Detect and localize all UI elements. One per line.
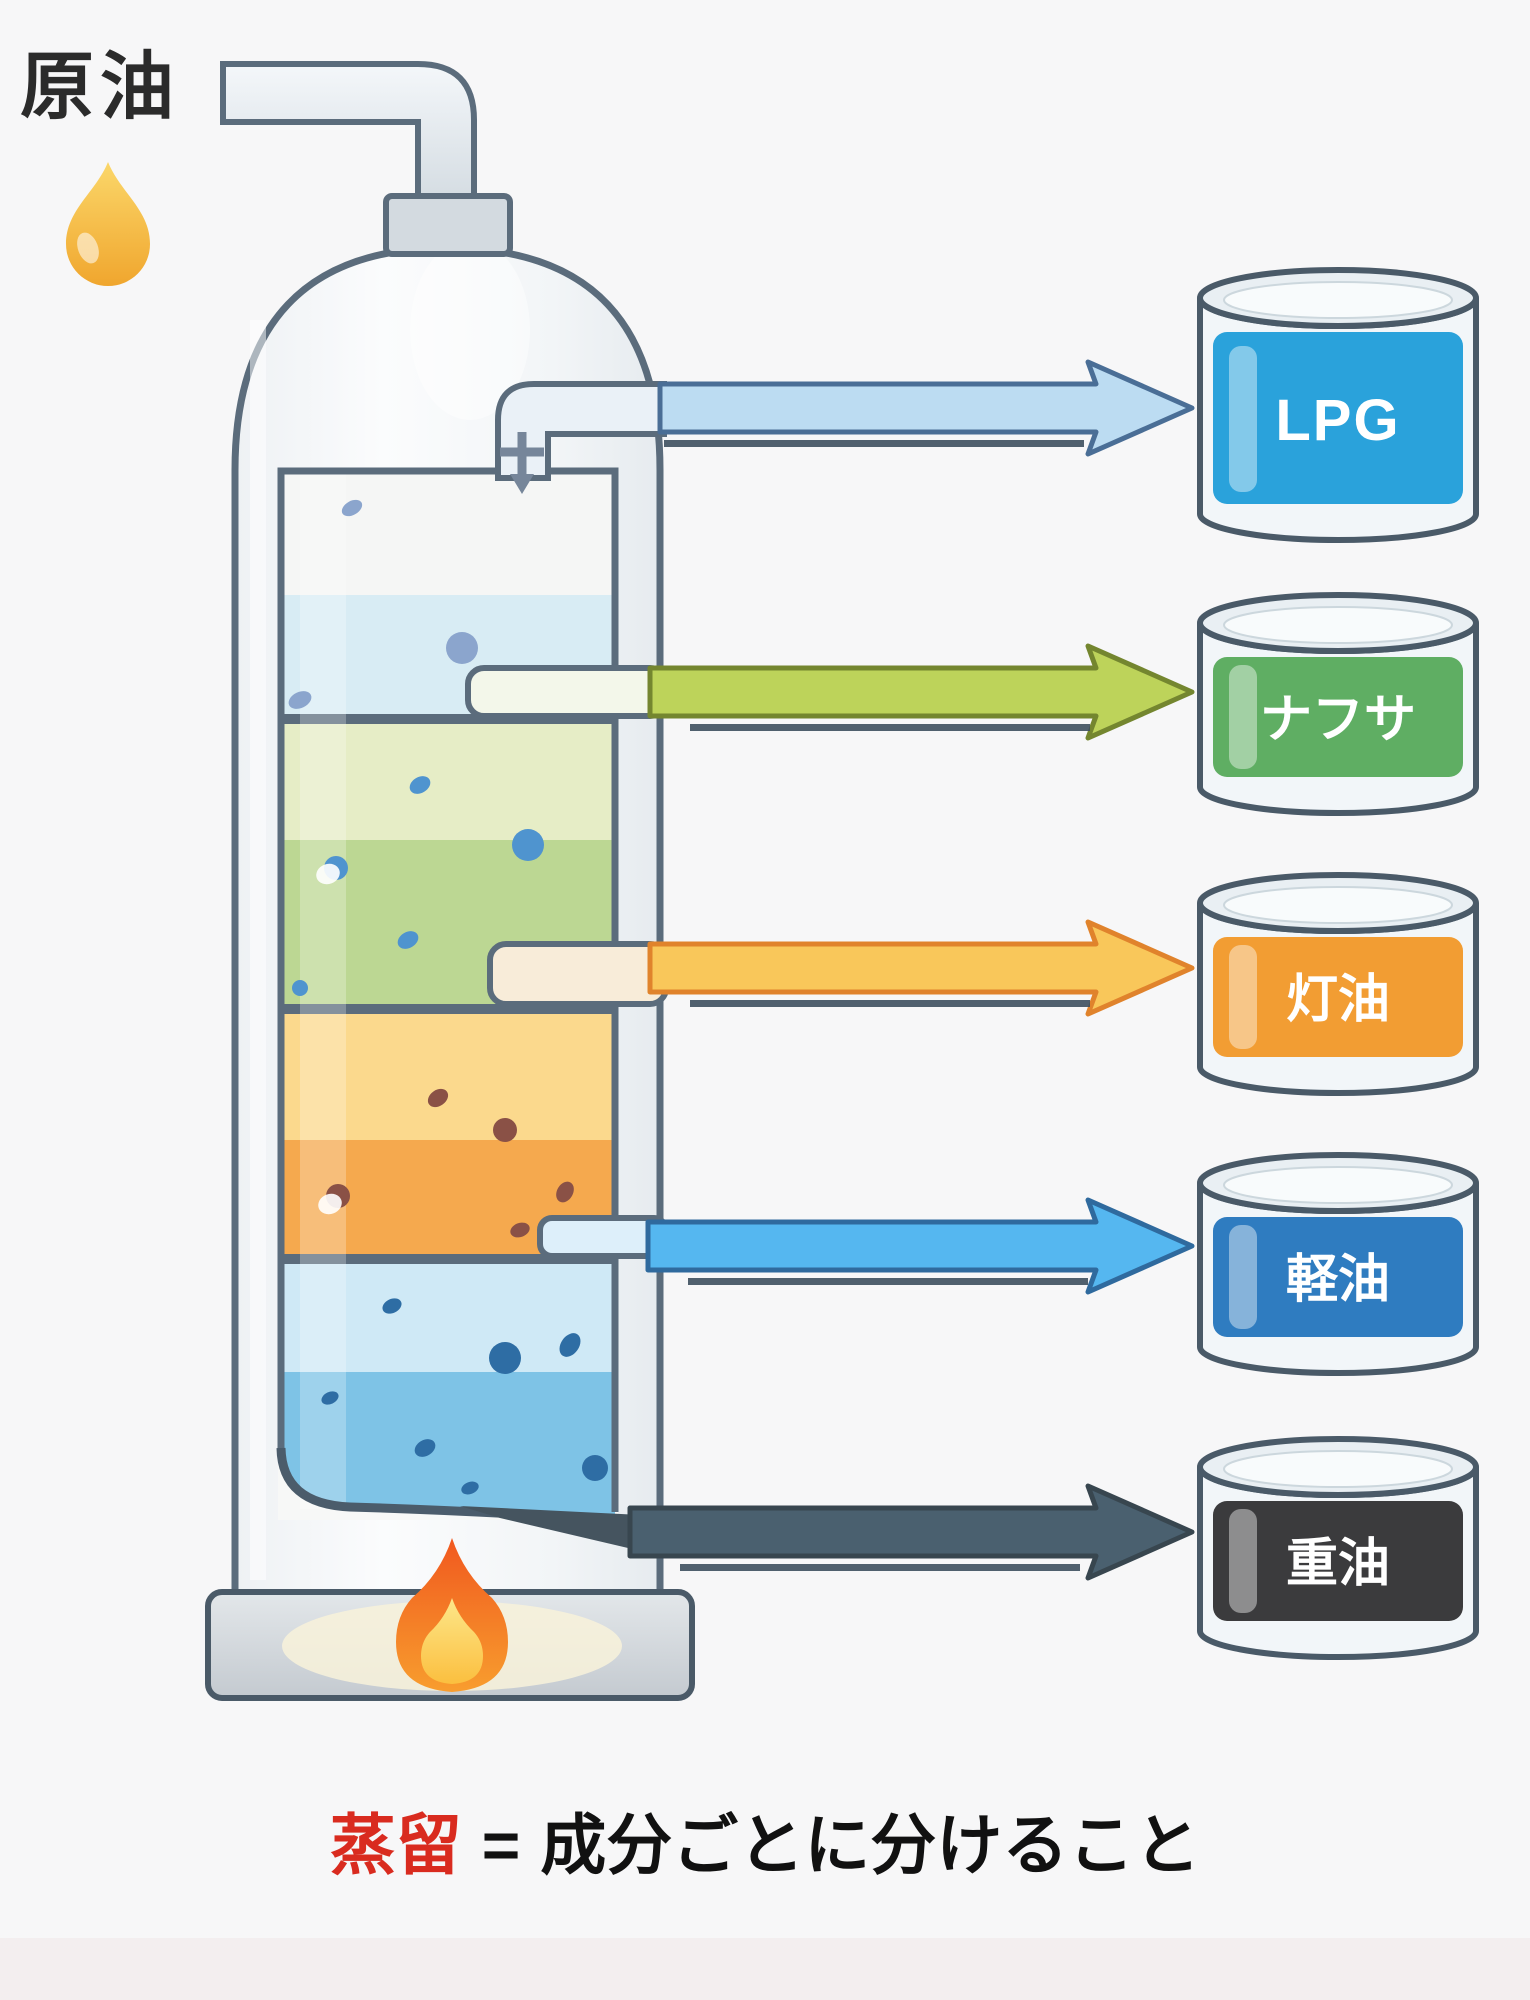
barrel-label: ナフサ [1260, 691, 1416, 749]
barrel-liquid [1213, 937, 1463, 1057]
diesel-bubbles [321, 1298, 608, 1495]
heavy-oil-arrow [627, 1483, 1195, 1581]
tray-divider-3 [278, 1254, 618, 1264]
heavy-outlet-wedge [460, 1506, 662, 1556]
bubble-highlight [318, 1193, 342, 1215]
crude-oil-label: 原油 [20, 45, 180, 128]
barrel-label: LPG [1275, 388, 1400, 453]
column-highlight [250, 320, 266, 1580]
barrel-label: 灯油 [1286, 971, 1390, 1029]
diesel-layer-bottom [282, 1372, 615, 1514]
diesel-arrow [645, 1197, 1195, 1295]
tray-divider-1 [278, 714, 618, 724]
diesel-layer-top [282, 1264, 615, 1372]
flame-icon [396, 1538, 508, 1692]
barrel-liquid [1213, 657, 1463, 777]
caption-definition: 成分ごとに分けること [540, 1808, 1201, 1882]
naphtha-outlet-tab [465, 665, 669, 719]
kerosene-arrow [647, 919, 1195, 1017]
glass-reflection [300, 473, 346, 1509]
gas-layer-top [282, 469, 615, 595]
barrel-label: 軽油 [1286, 1251, 1390, 1309]
tray-divider-2 [278, 1004, 618, 1014]
fraction-stack [276, 467, 662, 1556]
bubble-highlight [316, 863, 340, 885]
dome-highlight [410, 240, 530, 420]
kerosene-layer-top [282, 1014, 615, 1140]
kerosene-outlet-tab [487, 941, 669, 1007]
barrel-lpg: LPG [1197, 267, 1479, 543]
naphtha-arrow [647, 643, 1195, 741]
column-neck [383, 193, 513, 257]
barrel-liquid [1213, 1217, 1463, 1337]
lpg-arrow [657, 359, 1195, 457]
oil-droplet-icon [65, 162, 150, 287]
caption: 蒸留 = 成分ごとに分けること [0, 1792, 1530, 1888]
caption-term: 蒸留 [329, 1808, 462, 1882]
barrel-label: 重油 [1286, 1535, 1390, 1593]
naphtha-layer-top [282, 724, 615, 840]
barrel-naphtha: ナフサ [1197, 592, 1479, 816]
barrel-kerosene: 灯油 [1197, 872, 1479, 1096]
barrel-liquid [1213, 1501, 1463, 1621]
barrel-heavy-oil: 重油 [1197, 1436, 1479, 1660]
valve-mark-icon [500, 432, 544, 494]
barrel-diesel: 軽油 [1197, 1152, 1479, 1376]
footer-strip [0, 1938, 1530, 2000]
caption-equals: = [481, 1808, 521, 1882]
barrel-liquid [1213, 332, 1463, 504]
